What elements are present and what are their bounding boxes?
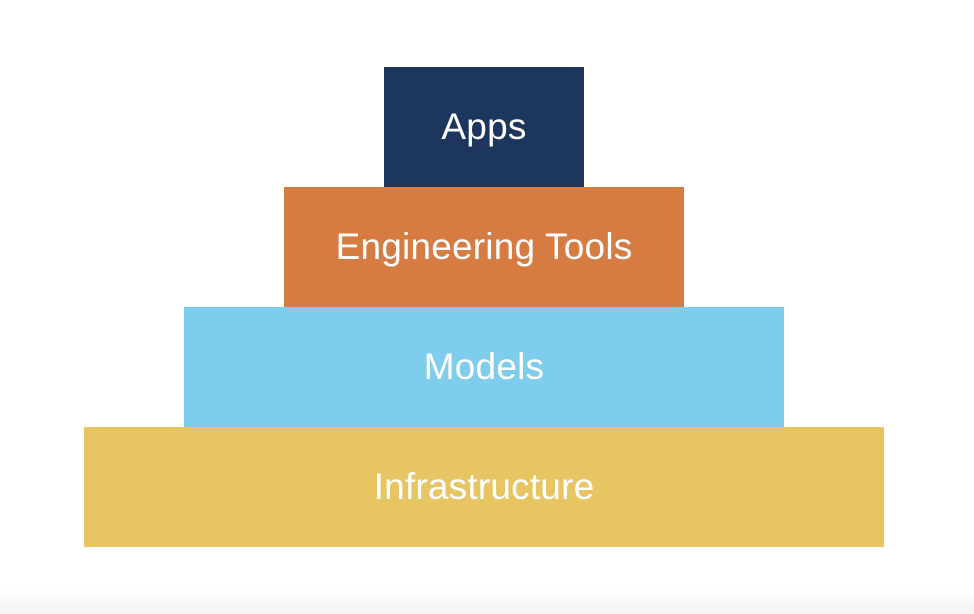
pyramid-layer-engineering-tools: Engineering Tools [284,187,684,307]
pyramid-layer-label: Infrastructure [373,466,595,507]
pyramid-layer-apps: Apps [384,67,584,187]
pyramid-layer-label: Engineering Tools [335,226,633,267]
pyramid-layer-label: Models [423,346,545,387]
pyramid-layer-models: Models [184,307,784,427]
pyramid-layer-infrastructure: Infrastructure [84,427,884,547]
pyramid-layer-label: Apps [441,106,527,147]
bottom-shadow-strip [0,588,974,614]
